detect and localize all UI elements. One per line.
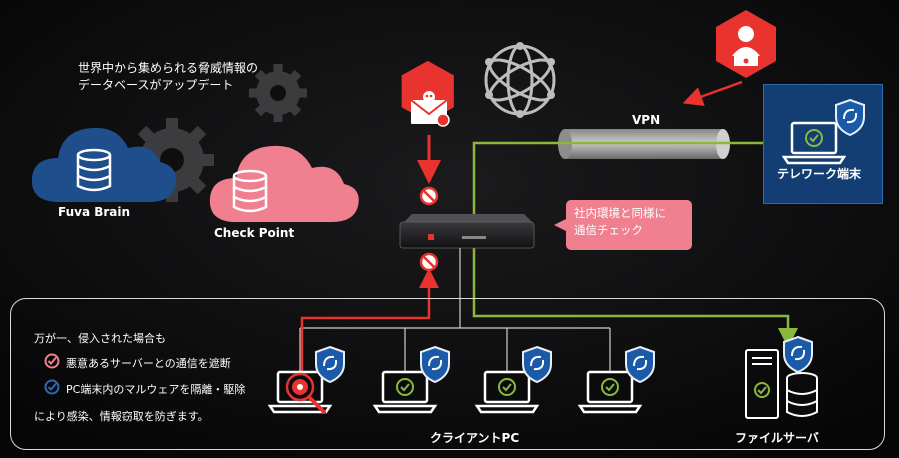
check-icon <box>44 353 60 369</box>
client-pc-label: クライアントPC <box>430 431 520 445</box>
laptop-icon <box>781 98 865 165</box>
checkpoint-cloud <box>209 145 359 222</box>
shield-icon <box>625 345 655 384</box>
bubble-pointer <box>554 218 568 232</box>
check-icon <box>44 379 60 395</box>
fuva-brain-cloud <box>31 127 177 202</box>
block-icon <box>419 252 439 272</box>
gear-icon <box>249 64 307 122</box>
fuva-brain-label: Fuva Brain <box>58 205 131 219</box>
check-bubble: 社内環境と同様に 通信チェック <box>566 200 692 250</box>
panel-outro: により感染、情報窃取を防ぎます。 <box>34 410 209 423</box>
client-laptop <box>474 370 540 414</box>
shield-icon <box>420 345 450 384</box>
globe-icon <box>484 42 556 118</box>
file-server-label: ファイルサーバ <box>735 431 819 445</box>
bullet-block-comm: 悪意あるサーバーとの通信を遮断 <box>66 357 231 370</box>
bullet-isolate-malware: PC端末内のマルウェアを隔離・駆除 <box>66 383 246 396</box>
server-icon <box>745 349 818 419</box>
protection-panel <box>10 298 885 450</box>
client-laptop <box>577 370 643 414</box>
check-icon <box>805 129 823 147</box>
check-icon <box>601 378 619 396</box>
client-laptop <box>372 370 438 414</box>
hacker-arrow <box>682 80 743 107</box>
mail-threat-icon <box>401 60 454 127</box>
panel-intro: 万が一、侵入された場合も <box>34 332 166 345</box>
check-icon <box>498 378 516 396</box>
check-icon <box>396 378 414 396</box>
block-icon <box>419 186 439 206</box>
shield-icon <box>835 98 865 137</box>
checkpoint-label: Check Point <box>214 226 295 240</box>
bug-icon <box>292 379 308 395</box>
network-lines <box>299 248 611 372</box>
shield-icon <box>783 335 813 374</box>
server-path <box>472 222 798 348</box>
hacker-icon <box>716 10 776 78</box>
database-icon <box>76 148 112 192</box>
threat-db-caption: 世界中から集められる脅威情報の データベースがアップデート <box>78 61 259 92</box>
shield-icon <box>315 345 345 384</box>
shield-icon <box>522 345 552 384</box>
telework-terminal: テレワーク端末 <box>763 84 883 204</box>
vpn-path <box>472 141 770 222</box>
database-icon <box>232 169 268 213</box>
telework-label: テレワーク端末 <box>777 167 862 181</box>
vpn-label: VPN <box>632 113 661 127</box>
router-icon <box>399 214 535 249</box>
magnifier-icon <box>285 372 326 414</box>
